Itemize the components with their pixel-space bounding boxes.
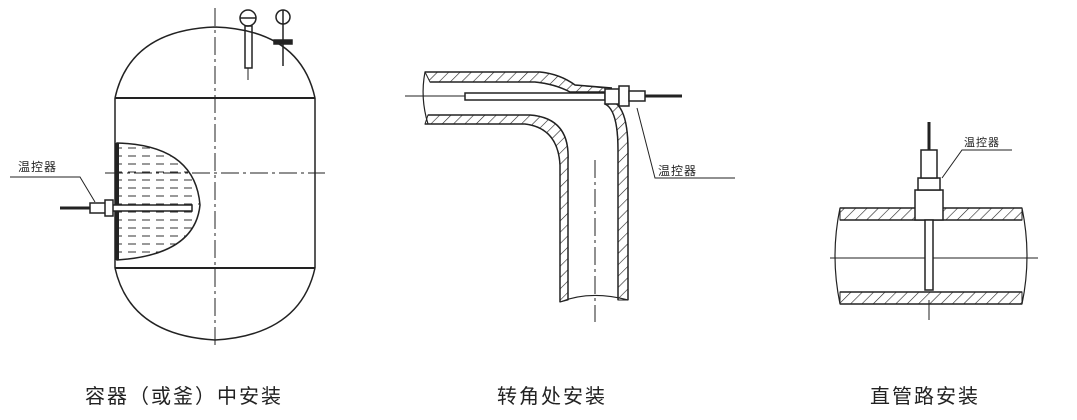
caption-elbow: 转角处安装 (497, 384, 607, 408)
caption-straight-pipe: 直管路安装 (870, 384, 980, 408)
thermostat-label: 温控器 (658, 164, 698, 178)
temperature-probe (464, 92, 606, 101)
thermometer-instrument (273, 9, 293, 66)
temperature-probe (99, 204, 193, 212)
temperature-probe (924, 219, 934, 291)
thermostat-label: 温控器 (964, 136, 1000, 149)
elbow-drawing (405, 71, 735, 322)
gauge-instrument (239, 9, 257, 80)
liquid-region (116, 142, 201, 261)
caption-vessel: 容器（或釜）中安装 (85, 384, 283, 408)
straight-pipe-drawing (830, 122, 1038, 320)
thermostat-label: 温控器 (18, 160, 58, 174)
vessel-drawing (10, 8, 325, 345)
